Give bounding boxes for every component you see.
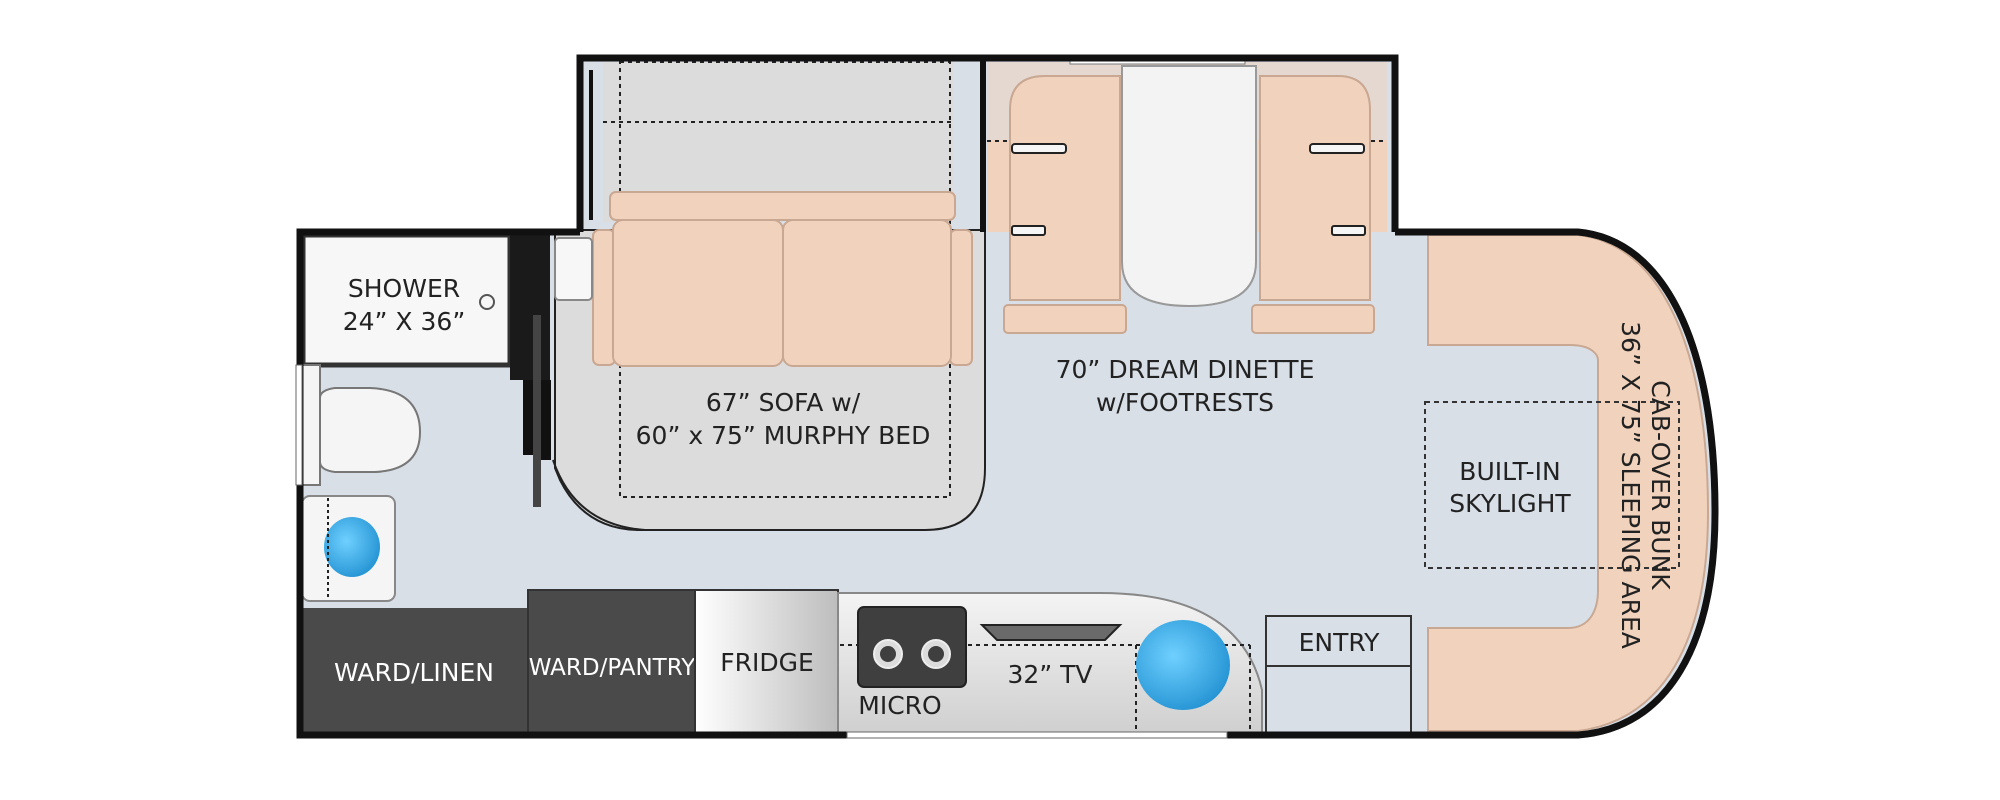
ward-pantry-label: WARD/PANTRY <box>529 655 697 681</box>
shower-label-line2: 24” X 36” <box>343 307 466 336</box>
drain-icon <box>479 294 495 310</box>
seatbelt-icon <box>1011 143 1067 154</box>
bunk-label-line2: 36” X 75” SLEEPING AREA <box>1616 321 1645 649</box>
sofa-label-line2: 60” x 75” MURPHY BED <box>636 421 931 450</box>
skylight-label-line2: SKYLIGHT <box>1449 489 1571 518</box>
tv-icon <box>979 624 1123 641</box>
stovetop-icon <box>857 606 967 688</box>
cabinets: WARD/LINEN WARD/PANTRY FRIDGE <box>303 589 839 736</box>
sofa-label-line1: 67” SOFA w/ <box>706 388 861 417</box>
fridge-label: FRIDGE <box>720 648 814 677</box>
dinette-bench-left <box>1003 75 1127 334</box>
ward-linen-label: WARD/LINEN <box>334 658 494 687</box>
entry: ENTRY <box>1265 615 1412 736</box>
bathroom: SHOWER 24” X 36” <box>299 232 646 602</box>
murphy-bed-slideout: 67” SOFA w/ 60” x 75” MURPHY BED <box>554 61 986 531</box>
tv-label: 32” TV <box>1007 660 1092 689</box>
window <box>295 364 303 486</box>
micro-label: MICRO <box>858 691 941 720</box>
cab-over-bunk <box>1424 234 1710 732</box>
dinette-bench-right <box>1251 75 1375 334</box>
sofa <box>592 191 973 367</box>
seatbelt-buckle-icon <box>1011 225 1046 236</box>
sink-icon <box>301 495 396 602</box>
skylight-label-line1: BUILT-IN <box>1459 457 1560 486</box>
dinette-label-line2: w/FOOTRESTS <box>1096 388 1274 417</box>
bunk-dotted-area <box>1424 401 1680 569</box>
galley-sink-icon <box>1136 620 1230 710</box>
toilet-icon <box>299 364 422 486</box>
exterior-walls <box>296 54 1719 739</box>
window <box>846 731 1228 739</box>
seatbelt-buckle-icon <box>1331 225 1366 236</box>
galley-counter: MICRO 32” TV <box>837 592 1263 736</box>
dinette-label-line1: 70” DREAM DINETTE <box>1056 355 1315 384</box>
seatbelt-icon <box>1309 143 1365 154</box>
ward-pantry-cabinet <box>527 589 696 736</box>
shower-label-line1: SHOWER <box>348 274 460 303</box>
entry-label: ENTRY <box>1299 628 1381 657</box>
dinette-table <box>1121 65 1257 308</box>
bunk-label-line1: CAB-OVER BUNK <box>1646 380 1675 590</box>
dinette-slideout: 70” DREAM DINETTE w/FOOTRESTS <box>987 57 1387 417</box>
ward-linen-cabinet <box>303 608 528 735</box>
